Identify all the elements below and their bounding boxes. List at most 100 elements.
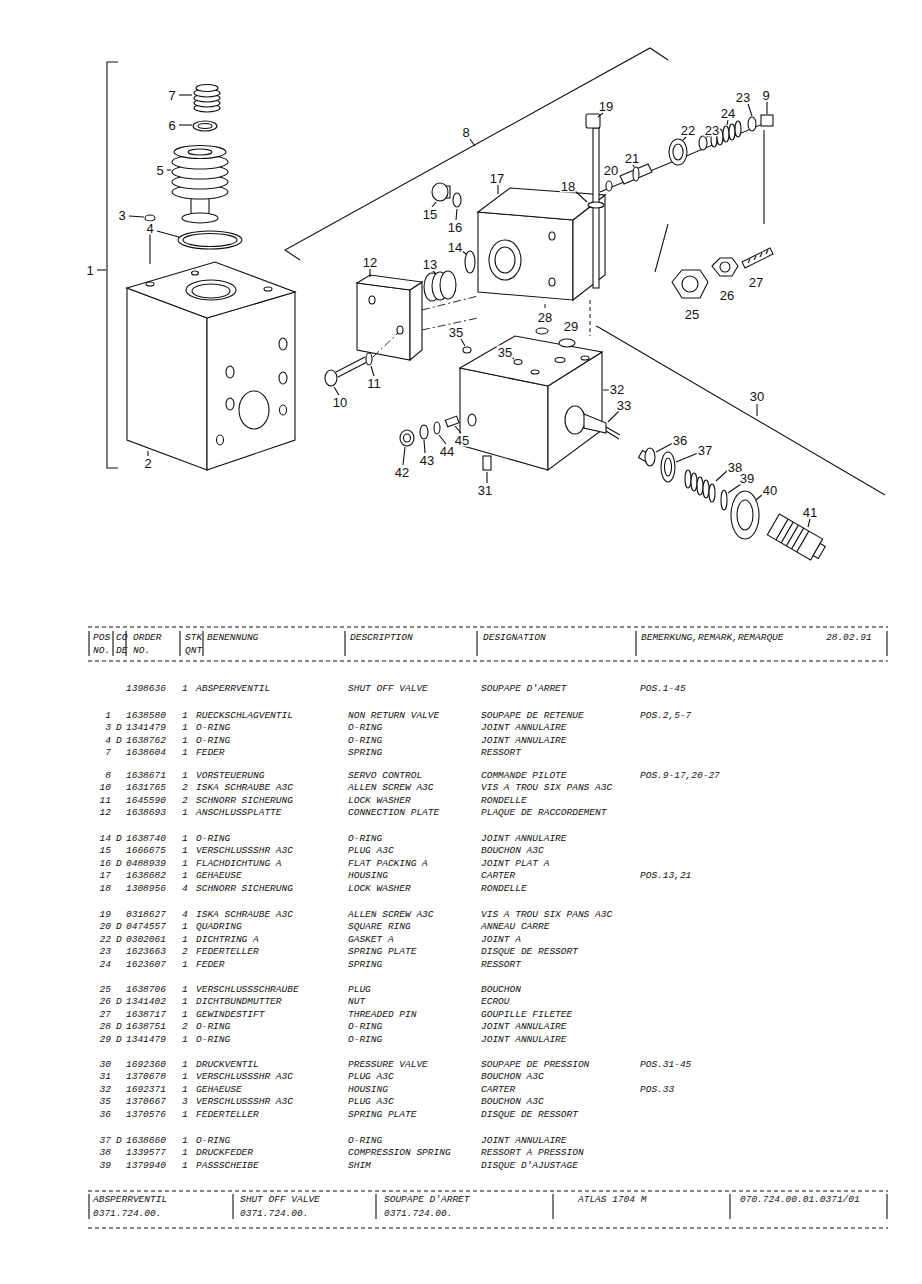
callout-number: 5 [155,164,164,177]
table-cell: DISQUE D'AJUSTAGE [481,1160,578,1171]
table-cell: POS.2,5-7 [640,710,691,721]
table-cell: GASKET A [348,934,394,945]
table-cell: SPRING PLATE [348,1109,416,1120]
table-cell: 19 [100,909,111,920]
table-cell: 2 [182,946,188,957]
leader-line [334,387,339,395]
table-header: 28.02.91 [826,632,872,643]
table-cell: SCHNORR SICHERUNG [196,795,293,806]
callout-number: 21 [624,152,640,165]
callout-number: 18 [560,180,576,193]
table-cell: PLUG [348,984,371,995]
table-cell: O-RING [196,1021,230,1032]
table-header: DE [116,645,127,656]
callout-number: 3 [117,209,126,222]
table-cell: 1 [182,833,188,844]
table-cell: 4 [105,735,111,746]
table-cell: O-RING [348,833,382,844]
table-cell: PRESSURE VALVE [348,1059,428,1070]
table-cell: 1398636 [126,683,166,694]
callout-number: 45 [454,434,470,447]
callout-number: 37 [697,444,713,457]
table-cell: 1645590 [126,795,166,806]
table-cell: CARTER [481,870,515,881]
leader-line [97,269,106,270]
table-cell: ISKA SCHRAUBE A3C [196,782,293,793]
table-cell: DISQUE DE RESSORT [481,946,578,957]
table-cell: RUECKSCHLAGVENTIL [196,710,293,721]
table-cell: HOUSING [348,870,388,881]
table-cell: 4 [182,883,188,894]
table-cell: 10 [100,782,111,793]
callout-number: 17 [489,172,505,185]
table-cell: 1 [182,984,188,995]
screw-part [325,333,398,386]
table-cell: VERSCHLUSSSHR A3C [196,1096,293,1107]
table-cell: 8 [105,770,111,781]
table-cell: QUADRING [196,921,242,932]
leader-line [575,191,587,202]
table-cell: 22 [100,934,111,945]
table-cell: JOINT ANNULAIRE [481,1034,567,1045]
table-cell: 1638671 [126,770,166,781]
callout-number: 30 [749,390,765,403]
o-ring [145,215,155,221]
table-cell: 1341479 [126,1034,166,1045]
table-cell: SPRING [348,959,382,970]
table-cell: SHUT OFF VALVE [348,683,428,694]
footer-cell: 0371.724.00. [240,1208,308,1219]
callout-number: 28 [537,311,553,324]
table-cell: D [116,833,122,844]
callout-number: 10 [332,396,348,409]
table-cell: 1308956 [126,883,166,894]
table-cell: 1638660 [126,1135,166,1146]
table-cell: SPRING [348,747,382,758]
table-cell: 20 [100,921,111,932]
spring-part [194,85,220,113]
table-cell: FEDERTELLER [196,1109,259,1120]
table-cell: 1638580 [126,710,166,721]
table-cell: 2 [182,782,188,793]
table-cell: 1 [182,747,188,758]
table-cell: BOUCHON [481,984,521,995]
callout-number: 14 [447,241,463,254]
table-cell: 32 [100,1084,111,1095]
footer-cell: 0371.724.00. [93,1208,161,1219]
table-cell: ANNEAU CARRE [481,921,549,932]
table-header: BEMERKUNG,REMARK,REMARQUE [641,632,784,643]
callout-number: 24 [720,107,736,120]
table-cell: 2 [182,1021,188,1032]
table-cell: 0474557 [126,921,166,932]
table-cell: SQUARE RING [348,921,411,932]
table-cell: 1 [182,1147,188,1158]
table-cell: COMPRESSION SPRING [348,1147,451,1158]
table-cell: 39 [100,1160,111,1171]
callout-number: 27 [748,276,764,289]
callout-number: 33 [616,399,632,412]
leader-line [167,169,171,170]
table-header: POS [93,632,110,643]
table-cell: 25 [100,984,111,995]
table-cell: 1638717 [126,1009,166,1020]
table-cell: O-RING [348,1034,382,1045]
piston-part [424,271,456,301]
callout-number: 32 [609,383,625,396]
callout-number: 9 [761,89,770,102]
footer-cell: SHUT OFF VALVE [240,1194,320,1205]
table-cell: 1339577 [126,1147,166,1158]
table-cell: NON RETURN VALVE [348,710,439,721]
table-cell: JOINT ANNULAIRE [481,833,567,844]
table-cell: PASSSCHEIBE [196,1160,259,1171]
table-cell: 1370576 [126,1109,166,1120]
table-cell: RESSORT [481,747,521,758]
table-cell: SOUPAPE DE PRESSION [481,1059,589,1070]
table-cell: 1341479 [126,722,166,733]
leader-line [147,451,148,456]
callout-number: 31 [477,484,493,497]
leader-line [369,269,370,277]
leader-line [179,94,192,95]
table-header: CO [116,632,127,643]
table-cell: 1341402 [126,996,166,1007]
table-cell: VIS A TROU SIX PANS A3C [481,782,612,793]
table-cell: 1379940 [126,1160,166,1171]
